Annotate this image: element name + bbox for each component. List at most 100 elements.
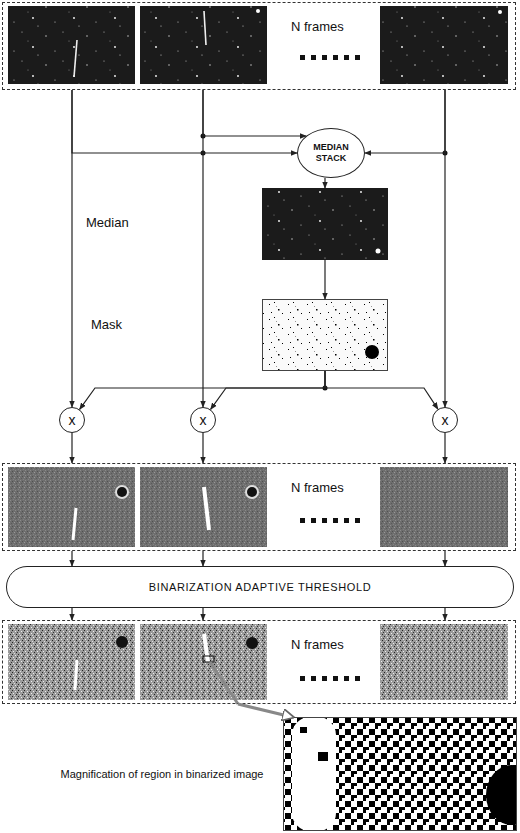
satellite-streak bbox=[73, 508, 76, 540]
ellipsis-dot bbox=[344, 518, 349, 523]
node-label: N frames bbox=[291, 480, 344, 495]
process-band: BINARIZATION ADAPTIVE THRESHOLD bbox=[6, 566, 514, 608]
ellipsis-dot bbox=[300, 676, 305, 681]
junction-dot bbox=[323, 386, 328, 391]
node-label: Mask bbox=[91, 317, 122, 332]
frame-group: N frames bbox=[2, 2, 516, 90]
node-label: MEDIAN STACK bbox=[308, 142, 354, 164]
node-label: N frames bbox=[291, 637, 344, 652]
junction-dot bbox=[443, 151, 448, 156]
masked-frame bbox=[380, 467, 508, 547]
ellipsis-dot bbox=[311, 55, 316, 60]
bright-star bbox=[376, 249, 381, 254]
flow-arrow bbox=[71, 608, 72, 620]
flow-arrow bbox=[202, 551, 203, 566]
flow-arrow bbox=[444, 90, 445, 407]
node-label: N frames bbox=[291, 19, 344, 34]
flow-arrow bbox=[444, 608, 445, 620]
satellite-streak bbox=[75, 660, 77, 690]
flow-arrow bbox=[325, 371, 438, 409]
flow-arrow bbox=[202, 608, 203, 620]
multiply-node: x bbox=[432, 407, 458, 433]
median-stack-node: MEDIAN STACK bbox=[297, 128, 365, 178]
bright-star bbox=[256, 9, 260, 13]
flow-arrow bbox=[324, 260, 325, 299]
mask-frame bbox=[262, 299, 388, 371]
multiply-node: x bbox=[190, 407, 216, 433]
flow-arrow bbox=[202, 90, 203, 407]
ellipsis-dot bbox=[322, 518, 327, 523]
streak-pixels bbox=[292, 717, 336, 831]
ellipsis-dot bbox=[311, 676, 316, 681]
flow-arrow bbox=[72, 90, 297, 153]
masked-star bbox=[115, 485, 129, 499]
flow-arrow bbox=[71, 433, 72, 463]
pixel-noise bbox=[283, 717, 517, 831]
flow-arrow bbox=[211, 371, 325, 409]
ellipsis-dot bbox=[300, 518, 305, 523]
junction-dot bbox=[201, 134, 206, 139]
node-label: Median bbox=[86, 215, 129, 230]
zoom-leader bbox=[210, 662, 238, 704]
flow-arrow bbox=[71, 90, 72, 407]
zoom-region bbox=[203, 656, 214, 662]
satellite-streak bbox=[204, 634, 208, 662]
median-image bbox=[262, 188, 388, 260]
flow-arrow bbox=[365, 90, 445, 153]
ellipsis-dot bbox=[333, 518, 338, 523]
magnified-image bbox=[283, 717, 517, 831]
star-frame bbox=[380, 6, 508, 84]
binarized-frames bbox=[8, 624, 508, 704]
satellite-streak bbox=[204, 487, 209, 530]
flow-arrow bbox=[80, 371, 325, 409]
star-frame bbox=[140, 6, 267, 84]
zoom-arrow bbox=[238, 704, 292, 717]
flow-arrow bbox=[203, 90, 306, 136]
ellipsis-dot bbox=[344, 55, 349, 60]
pixel-blob bbox=[318, 752, 328, 761]
masked-star bbox=[245, 485, 259, 499]
masked-star bbox=[116, 636, 128, 648]
satellite-streak bbox=[204, 11, 206, 45]
binarized-frame bbox=[8, 624, 135, 700]
frame-group: N frames bbox=[2, 463, 516, 551]
node-label: x bbox=[442, 413, 449, 427]
ellipsis-dot bbox=[322, 676, 327, 681]
mask-blob bbox=[365, 345, 379, 359]
ellipsis-dot bbox=[322, 55, 327, 60]
median-frame bbox=[262, 188, 388, 260]
masked-star bbox=[117, 487, 127, 497]
ellipsis-dot bbox=[344, 676, 349, 681]
binarized-frame bbox=[380, 624, 508, 700]
ellipsis-dot bbox=[355, 676, 360, 681]
star-pixels bbox=[486, 765, 517, 825]
flow-arrow bbox=[324, 178, 325, 188]
flow-arrow bbox=[71, 551, 72, 566]
node-label: Magnification of region in binarized ima… bbox=[48, 768, 276, 780]
input-frames bbox=[8, 6, 508, 84]
masked-star bbox=[246, 637, 258, 649]
node-label: x bbox=[69, 413, 76, 427]
ellipsis-dot bbox=[333, 55, 338, 60]
ellipsis-dot bbox=[333, 676, 338, 681]
mask-image-node: Mask bbox=[262, 299, 388, 371]
junction-dot bbox=[201, 151, 206, 156]
ellipsis-dot bbox=[355, 518, 360, 523]
bright-star bbox=[498, 10, 502, 14]
ellipsis-dot bbox=[300, 55, 305, 60]
masked-frame bbox=[8, 467, 135, 547]
satellite-streak bbox=[74, 40, 77, 77]
ellipsis-dot bbox=[311, 518, 316, 523]
flow-arrow bbox=[202, 433, 203, 463]
flow-arrow bbox=[444, 433, 445, 463]
mask-image bbox=[262, 299, 388, 371]
ellipsis-dot bbox=[355, 55, 360, 60]
median-image-node: Median bbox=[262, 188, 388, 260]
multiply-node: x bbox=[59, 407, 85, 433]
masked-frames bbox=[8, 467, 508, 547]
node-label: x bbox=[200, 413, 207, 427]
binarized-frame bbox=[140, 624, 267, 700]
masked-frame bbox=[140, 467, 267, 547]
magnified-image-node: Magnification of region in binarized ima… bbox=[283, 717, 517, 831]
